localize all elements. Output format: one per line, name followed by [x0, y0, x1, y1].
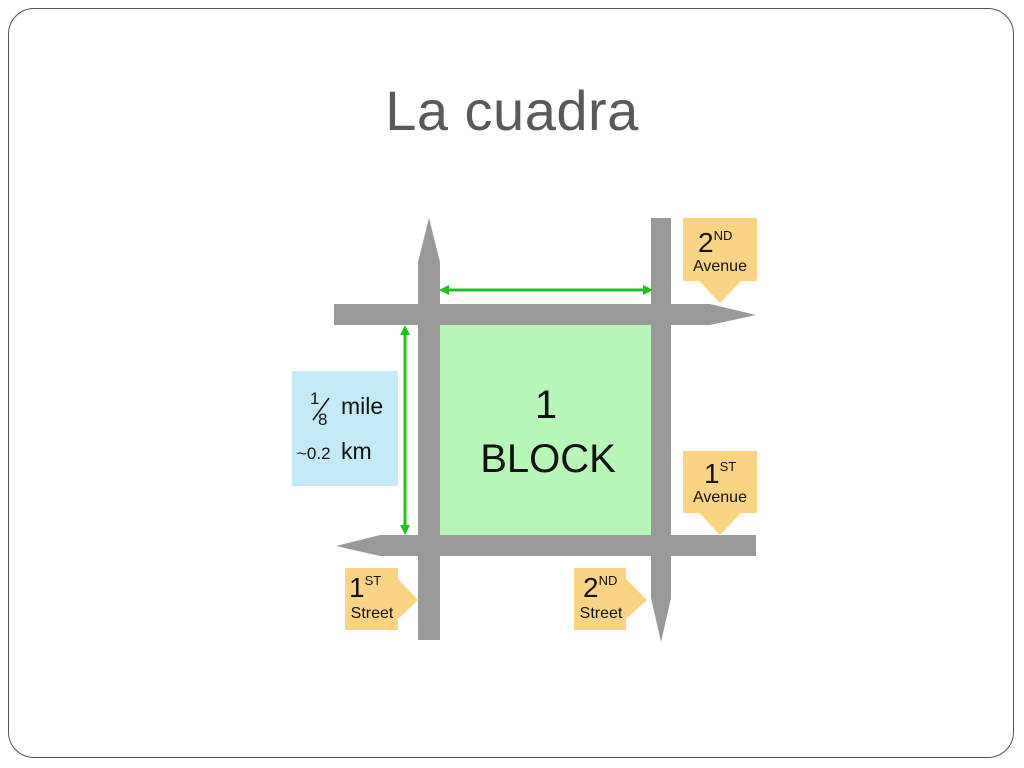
sign-2nd-street: 2ND Street — [574, 568, 647, 630]
km-label: km — [341, 438, 372, 464]
fraction-denominator: 8 — [318, 410, 327, 429]
sign-2nd-avenue-label: Avenue — [693, 258, 747, 275]
sign-1st-street: 1ST Street — [345, 568, 418, 630]
svg-text:2ND: 2ND — [583, 572, 617, 603]
sign-1st-avenue-number: 1 — [704, 458, 720, 489]
slide-title: La cuadra — [385, 79, 639, 142]
sign-2nd-street-suffix: ND — [599, 573, 618, 588]
road-2nd-street — [651, 218, 671, 642]
distance-box — [292, 371, 398, 486]
block-label: BLOCK — [480, 437, 616, 481]
sign-1st-street-suffix: ST — [365, 573, 382, 588]
road-1st-street — [418, 218, 440, 640]
mile-label: mile — [341, 393, 383, 419]
sign-1st-avenue-label: Avenue — [693, 489, 747, 506]
sign-2nd-avenue-shape — [683, 218, 757, 303]
svg-text:1ST: 1ST — [349, 572, 381, 603]
svg-text:1ST: 1ST — [704, 458, 736, 489]
sign-2nd-street-shape — [574, 568, 647, 630]
fraction-numerator: 1 — [310, 389, 319, 408]
svg-text:2ND: 2ND — [698, 227, 732, 258]
sign-2nd-street-label: Street — [580, 605, 623, 622]
block-number: 1 — [535, 383, 557, 427]
sign-2nd-avenue-suffix: ND — [714, 228, 733, 243]
road-2nd-avenue — [334, 304, 756, 325]
sign-1st-street-number: 1 — [349, 572, 365, 603]
sign-1st-street-label: Street — [351, 605, 394, 622]
sign-1st-avenue-suffix: ST — [720, 459, 737, 474]
sign-1st-avenue-shape — [683, 451, 757, 535]
sign-1st-street-shape — [345, 568, 418, 630]
km-value: ~0.2 — [297, 444, 331, 463]
road-1st-avenue — [336, 535, 756, 556]
sign-2nd-avenue-number: 2 — [698, 227, 714, 258]
roads — [334, 218, 756, 642]
block-square — [440, 325, 651, 535]
sign-2nd-avenue: 2ND Avenue — [683, 218, 757, 303]
sign-1st-avenue: 1ST Avenue — [683, 451, 757, 535]
sign-2nd-street-number: 2 — [583, 572, 599, 603]
fraction-slash — [312, 397, 330, 421]
